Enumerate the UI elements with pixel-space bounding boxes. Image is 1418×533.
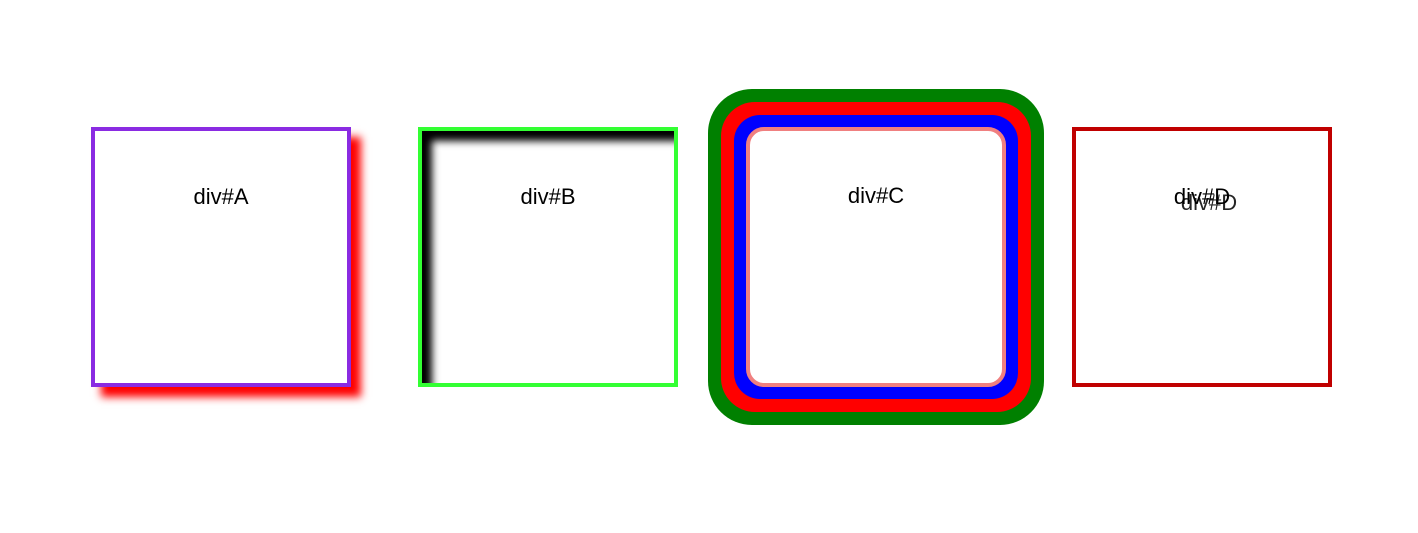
box-d: div#D div#D (1072, 127, 1332, 387)
box-d-label: div#D (1173, 184, 1231, 209)
box-b: div#B (418, 127, 678, 387)
box-c-ring-red: div#C (721, 102, 1031, 412)
box-c-outer-ring-green: div#C (708, 89, 1044, 425)
box-c-ring-blue: div#C (734, 115, 1018, 399)
box-c-label: div#C (847, 183, 905, 208)
box-d-label-duplicate: div#D (1180, 190, 1238, 215)
box-a-label: div#A (193, 184, 249, 209)
box-a: div#A (91, 127, 351, 387)
box-c: div#C (746, 127, 1006, 387)
box-b-label: div#B (520, 184, 576, 209)
